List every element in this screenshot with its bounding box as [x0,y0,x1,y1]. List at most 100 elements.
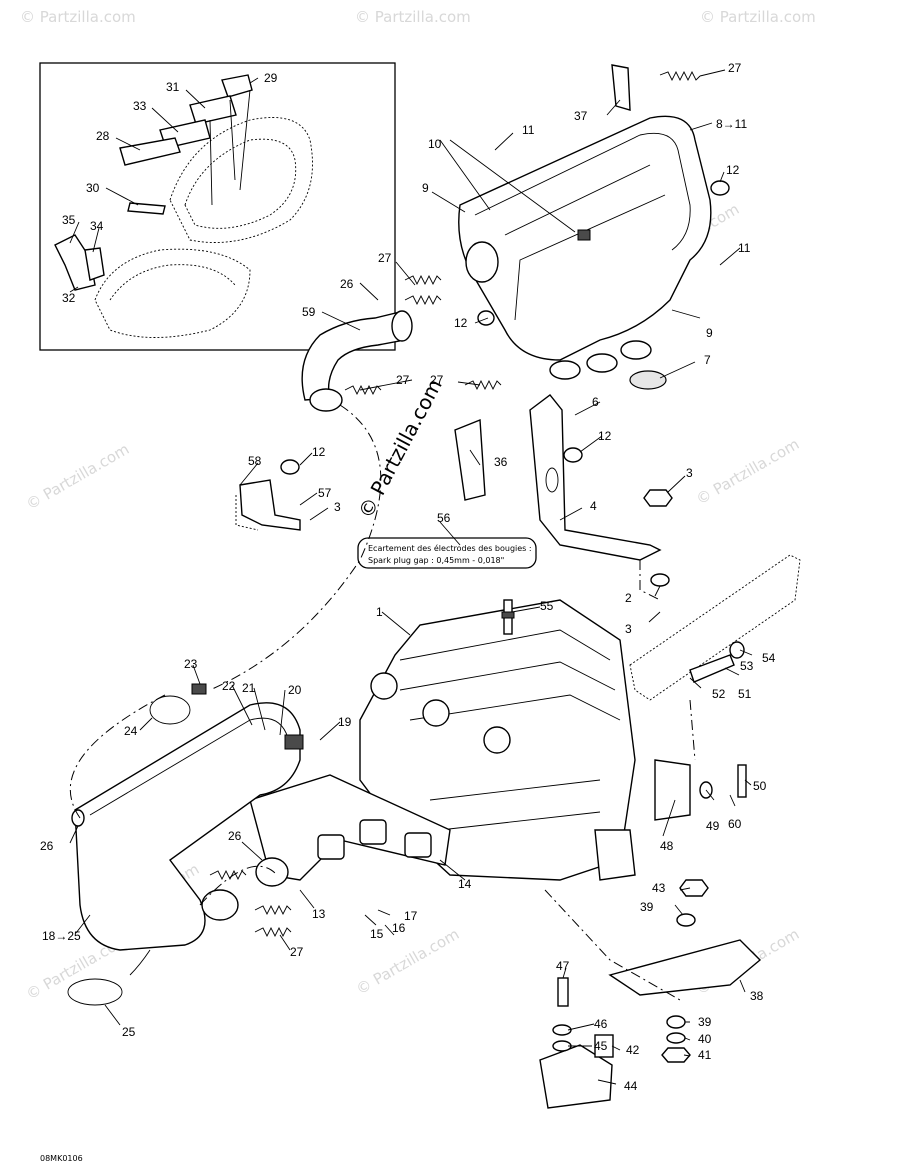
callout-11: 11 [522,123,535,137]
carb-cap [422,699,450,727]
callout-40: 40 [698,1032,712,1046]
bolt-51 [689,654,735,683]
main-watermark: © Partzilla.com [353,375,447,523]
callout-12: 12 [312,445,326,459]
callout-50: 50 [753,779,767,793]
carb-cap [370,672,398,700]
callout-2: 2 [625,591,632,605]
muffler-edges [504,164,666,321]
bracket-57-hidden [235,495,259,531]
callout-21: 21 [242,681,256,695]
inset-leaders [69,77,259,293]
callouts: 27 37 11 8→11 10 9 12 11 9 7 6 12 12 27 … [40,61,776,1093]
callout-34: 34 [90,219,104,233]
muffler-seam [474,132,691,251]
callout-23: 23 [184,657,198,671]
callout-49: 49 [706,819,720,833]
decal-28 [119,137,181,166]
engine-cover-bottom [94,248,251,338]
arrow-line [129,949,151,976]
plug-12 [710,180,730,196]
bracket-38 [608,939,762,996]
callout-3: 3 [686,466,693,480]
spring-27 [344,384,382,396]
nut-3 [643,489,673,507]
callout-4: 4 [590,499,597,513]
plug-12 [563,447,583,463]
muffler-outlet [586,353,618,373]
carb-cap [483,726,511,754]
callout-26: 26 [228,829,242,843]
callout-29: 29 [264,71,278,85]
callout-12: 12 [454,316,468,330]
callout-18-25: 18→25 [42,929,81,943]
bracket-37 [611,64,631,111]
callout-12: 12 [598,429,612,443]
callout-22: 22 [222,679,236,693]
callout-19: 19 [338,715,352,729]
note-line-2: Spark plug gap : 0,45mm - 0,018" [368,556,504,565]
callout-53: 53 [740,659,754,673]
watermark: © Partzilla.com [355,8,471,26]
callout-14: 14 [458,877,472,891]
spring-27 [404,294,442,306]
callout-30: 30 [86,181,100,195]
callout-37: 37 [574,109,588,123]
exhaust-manifold [209,774,451,938]
decal-30 [127,202,166,215]
manifold-outlet [255,857,289,887]
callout-33: 33 [133,99,147,113]
bracket-4 [529,394,662,561]
plug-12 [280,459,300,475]
callout-6: 6 [592,395,599,409]
gasket-14 [404,832,432,858]
muffler-inlet [465,241,499,283]
callout-9: 9 [706,326,713,340]
engine-crankcase [429,779,601,831]
callout-25: 25 [122,1025,136,1039]
spark-plug-note: Ecartement des électrodes des bougies : … [357,537,537,569]
muffler [280,64,730,475]
callout-55: 55 [540,599,554,613]
callout-27: 27 [396,373,410,387]
rubber-mount-2 [650,573,670,587]
callout-24: 24 [124,724,138,738]
callout-16: 16 [392,921,406,935]
tuned-pipe-inlet [201,889,239,921]
callout-39: 39 [698,1015,712,1029]
callout-48: 48 [660,839,674,853]
callout-27: 27 [290,945,304,959]
assembly-line [199,865,276,906]
callout-58: 58 [248,454,262,468]
callout-36: 36 [494,455,508,469]
plug-12 [477,310,495,326]
spark-plug-hex [501,611,515,619]
decal-31 [189,95,237,125]
assembly-line [639,560,661,601]
callout-1: 1 [376,605,383,619]
drawing-code: 08MK0106 [40,1154,83,1163]
pipe-end [309,388,343,412]
callout-59: 59 [302,305,316,319]
watermark: © Partzilla.com [693,435,802,508]
callout-41: 41 [698,1048,712,1062]
watermark: © Partzilla.com [20,8,136,26]
bracket-slot [545,467,559,493]
bolt-50 [737,764,747,798]
callout-11: 11 [738,241,751,255]
callout-31: 31 [166,80,180,94]
clip-23 [191,683,207,695]
callout-26: 26 [340,277,354,291]
bracket-36 [454,418,486,501]
callout-3: 3 [334,500,341,514]
plate-48 [654,759,691,821]
grommet-7 [629,370,667,390]
engine-cover-inner [184,138,297,229]
bolt-47 [557,977,569,1007]
callout-47: 47 [556,959,570,973]
callout-15: 15 [370,927,384,941]
note-line-1: Ecartement des électrodes des bougies : [368,543,532,553]
gasket-14 [359,819,387,845]
callout-26: 26 [40,839,54,853]
